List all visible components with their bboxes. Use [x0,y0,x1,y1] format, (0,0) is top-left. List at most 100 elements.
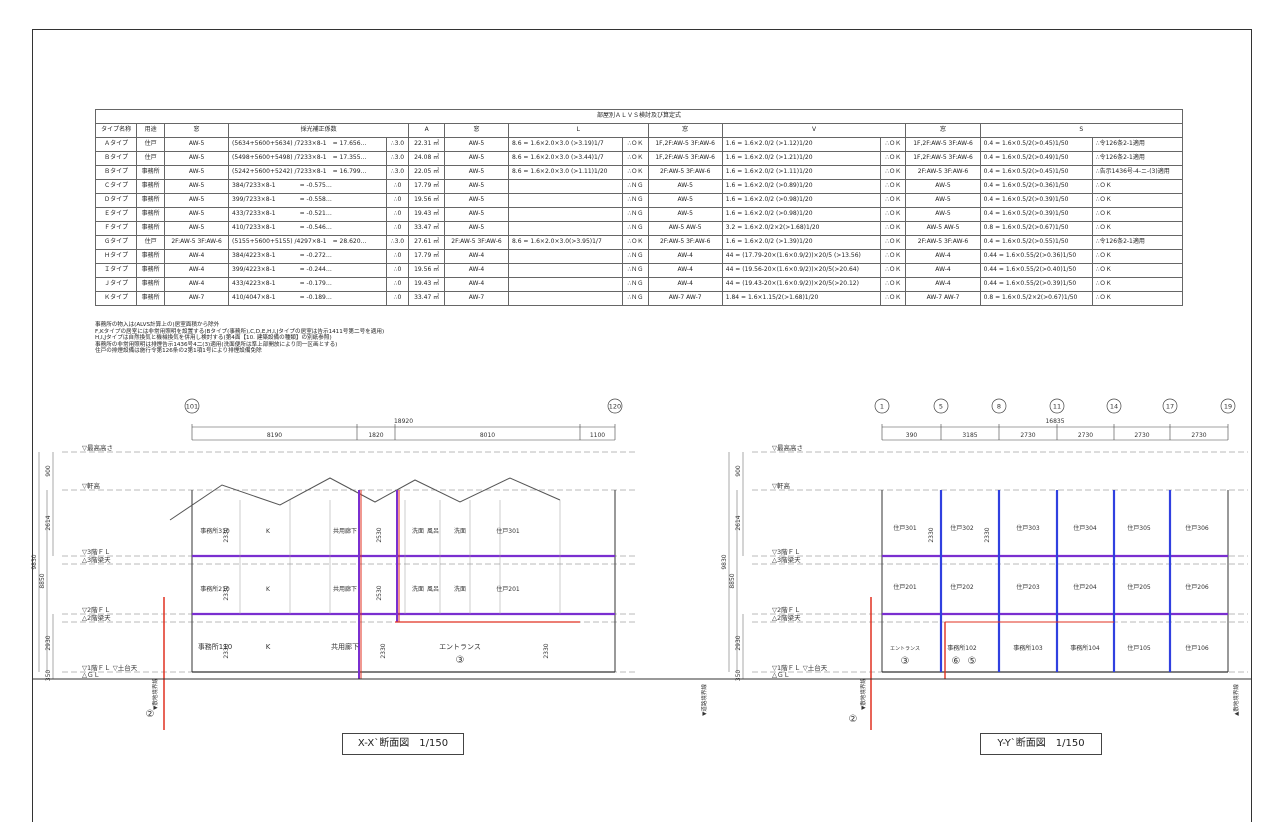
drawing-label: 16835 [1045,418,1064,425]
drawing-label: 住戸302 [950,524,974,532]
table-cell: AW-7 AW-7 [905,291,981,306]
table-cell: ∴ＯＫ [879,207,907,222]
drawing-sheet [32,29,1252,822]
drawing-label: ▼敷地境界線 [151,678,159,710]
drawing-label: 2330 [223,643,230,658]
drawing-label: 共用廊下 [331,642,359,651]
drawing-label: △3階梁天 [82,555,111,564]
drawing-label: 住戸106 [1185,644,1209,652]
drawing-label: ▽1階ＦＬ ▽土台天 [82,663,138,672]
note-line: 住戸の排煙設備は施行令第126条の2第1項1号により排煙設備免除 [95,348,262,355]
section-xx-title: X-X`断面図 1/150 [342,733,464,755]
drawing-label: 1100 [590,432,605,439]
grid-bubble [1049,398,1065,414]
drawing-label: 18920 [394,418,413,425]
table-cell: 410/4047×8-1 = -0.189… [228,291,387,306]
drawing-label: ▽軒高 [82,481,100,490]
drawing-label: 2330 [928,527,935,542]
drawing-label: 住戸202 [950,583,974,591]
grid-bubble [1220,398,1236,414]
table-cell: 0.8 = 1.6×0.5/2×2(>0.67)1/50 [979,291,1093,306]
drawing-label: 洗面 [412,527,424,535]
drawing-label: 住戸105 [1127,644,1151,652]
drawing-label: ▼敷地境界線 [859,678,867,710]
drawing-label: 洗面 [454,585,466,593]
drawing-label: 8190 [267,432,282,439]
drawing-label: 1 [880,403,884,411]
drawing-label: 住戸305 [1127,524,1151,532]
drawing-label: 事務所110 [198,642,232,651]
drawing-label: 8850 [729,573,736,588]
drawing-label: ▽2階ＦＬ [82,605,111,614]
table-cell: AW-7 [164,291,230,306]
drawing-label: 2730 [1134,432,1149,439]
drawing-label: 2330 [380,643,387,658]
note-line: 事務所の非常用照明は排煙告示1436号4二(3)適用(洗面便所は準上部開放により… [95,341,338,348]
drawing-label: K [266,643,271,651]
drawing-label: 17 [1166,403,1174,411]
grid-bubble [1106,398,1122,414]
note-line: 事務所の物入は(ALVS計算上の)居室面積から除外 [95,322,220,328]
drawing-label: 5 [939,403,943,411]
drawing-label: △3階梁天 [772,555,801,564]
drawing-label: 住戸301 [496,527,520,535]
table-cell: ∴ＯＫ [879,165,907,180]
drawing-label: 住戸306 [1185,524,1209,532]
drawing-label: 14 [1110,403,1118,411]
table-cell: Ｋタイプ [94,291,138,306]
table-cell: ∴ＮＧ [622,263,649,278]
drawing-label: △2階梁天 [82,613,111,622]
drawing-label: 住戸301 [893,524,917,532]
table-cell: ∴ＮＧ [622,249,649,264]
drawing-label: 2930 [45,635,52,650]
drawing-label: ② [849,714,858,725]
drawing-label: ▽3階ＦＬ [772,547,801,556]
drawing-label: 事務所102 [947,644,977,652]
drawing-label: ▽1階ＦＬ ▽土台天 [772,663,828,672]
table-cell: ∴ＮＧ [622,221,649,236]
drawing-label: 共用廊下 [333,585,357,593]
drawing-label: K [266,528,271,535]
drawing-label: 2330 [543,643,550,658]
table-cell: AW-7 AW-7 [647,291,723,306]
table-cell: ∴ＯＫ [1091,291,1184,306]
drawing-label: 事務所103 [1013,644,1043,652]
grid-bubble [607,398,623,414]
drawing-label: エントランス [890,646,920,652]
drawing-label: ▽軒高 [772,481,790,490]
drawing-label: 390 [906,432,918,439]
drawing-label: 住戸203 [1016,583,1040,591]
drawing-label: 事務所210 [200,585,230,593]
drawing-label: 洗面 [454,527,466,535]
drawing-label: ② [146,709,155,720]
drawing-label: 住戸201 [893,583,917,591]
drawing-label: 19 [1224,403,1232,411]
drawing-label: 2330 [223,585,230,600]
drawing-label: 350 [735,670,742,682]
table-cell: ∴ＮＧ [622,291,649,306]
table-cell: Ｃタイプ [94,179,138,194]
drawing-label: ③ [456,655,465,666]
drawing-label: ▽最高高さ [82,443,113,452]
drawing-label: ▽最高高さ [772,443,803,452]
drawing-label: 2930 [735,635,742,650]
table-cell: ∴令126条2-1適用 [1091,137,1184,152]
drawing-label: ▽3階ＦＬ [82,547,111,556]
drawing-label: 2730 [1078,432,1093,439]
drawing-label: 8010 [480,432,495,439]
drawing-label: 2530 [376,527,383,542]
drawing-label: 900 [45,465,52,477]
drawing-label: 9830 [721,554,728,569]
section-yy-title: Y-Y`断面図 1/150 [980,733,1102,755]
drawing-label: 住戸304 [1073,524,1097,532]
drawing-label: 事務所310 [200,527,230,535]
table-cell: AW-5 [905,193,981,208]
drawing-label: K [266,586,271,593]
drawing-label: 住戸206 [1185,583,1209,591]
